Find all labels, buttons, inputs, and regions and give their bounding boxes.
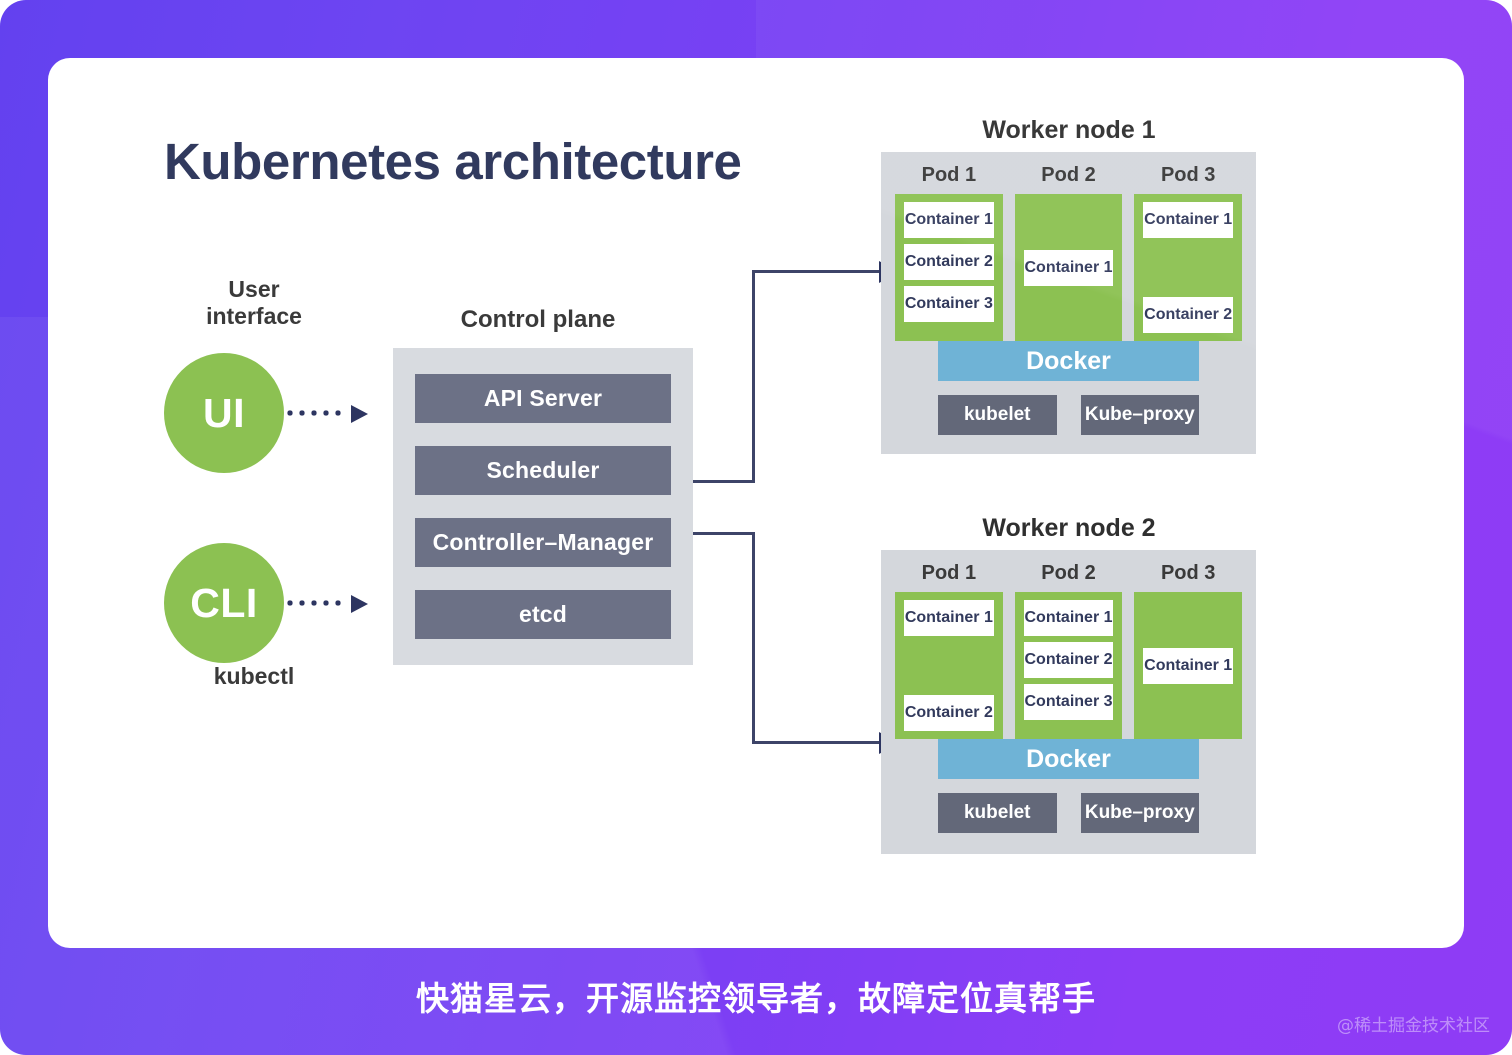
worker-node-1-pod-3[interactable]: Pod 3 Container 1 Container 2	[1134, 164, 1243, 341]
pod-title: Pod 3	[1160, 164, 1216, 186]
worker-node-2-pods: Pod 1 Container 1 Container 2 Pod 2 Cont…	[895, 562, 1243, 739]
control-plane-component-scheduler[interactable]: Scheduler	[415, 446, 671, 495]
cli-to-control-plane-arrow-icon	[284, 595, 368, 613]
pod-box: Container 1 Container 2	[1134, 194, 1243, 341]
connector-segment	[752, 272, 755, 483]
pod-title: Pod 1	[921, 562, 977, 584]
user-interface-label: User interface	[206, 276, 302, 329]
kubelet-chip: kubelet	[938, 395, 1057, 435]
worker-node-1-pod-2[interactable]: Pod 2 Container 1	[1014, 164, 1123, 341]
arrowhead-icon	[351, 595, 368, 613]
kubernetes-architecture-diagram: Kubernetes architecture User interface U…	[48, 58, 1464, 948]
promo-caption: 快猫星云，开源监控领导者，故障定位真帮手	[416, 979, 1096, 1018]
worker-node-2-label: Worker node 2	[982, 514, 1156, 542]
control-plane-component-controller-manager[interactable]: Controller–Manager	[415, 518, 671, 567]
watermark: @稀土掘金技术社区	[1337, 1016, 1490, 1036]
kubelet-chip: kubelet	[938, 793, 1057, 833]
worker-node-2-runtime: Docker	[938, 739, 1199, 779]
worker-node-2-agents: kubelet Kube–proxy	[938, 793, 1199, 833]
ui-to-control-plane-arrow-icon	[284, 405, 368, 423]
container-chip: Container 1	[1143, 647, 1234, 684]
connector-segment	[693, 532, 755, 535]
cli-node[interactable]: CLI	[164, 543, 284, 663]
container-chip: Container 3	[1023, 684, 1114, 720]
control-plane-label: Control plane	[460, 306, 616, 333]
kubectl-label: kubectl	[213, 663, 295, 689]
pod-box: Container 1 Container 2 Container 3	[895, 194, 1003, 341]
arrowhead-icon	[351, 405, 368, 423]
worker-node-1-panel: Pod 1 Container 1 Container 2 Container …	[881, 152, 1256, 454]
worker-node-1-pods: Pod 1 Container 1 Container 2 Container …	[895, 164, 1243, 341]
container-chip: Container 1	[1023, 249, 1114, 286]
container-chip: Container 2	[1143, 297, 1234, 333]
worker-node-1-runtime: Docker	[938, 341, 1199, 381]
pod-box: Container 1	[1014, 194, 1123, 341]
cli-node-label: CLI	[190, 579, 258, 626]
worker-node-1-agents: kubelet Kube–proxy	[938, 395, 1199, 435]
dotted-line	[284, 600, 344, 606]
diagram-card: Kubernetes architecture User interface U…	[48, 58, 1464, 948]
connector-segment	[693, 480, 755, 483]
container-chip: Container 1	[1023, 600, 1114, 636]
pod-title: Pod 1	[921, 164, 977, 186]
pod-title: Pod 2	[1041, 164, 1096, 186]
worker-node-2-panel: Pod 1 Container 1 Container 2 Pod 2 Cont…	[881, 550, 1256, 854]
container-chip: Container 1	[904, 600, 994, 636]
pod-title: Pod 3	[1160, 562, 1216, 584]
pod-box: Container 1 Container 2	[895, 592, 1003, 739]
dotted-line	[284, 410, 344, 416]
container-chip: Container 1	[904, 202, 994, 238]
worker-node-1-label: Worker node 1	[982, 116, 1156, 144]
container-chip: Container 2	[1023, 642, 1114, 678]
connector-segment	[752, 270, 882, 273]
connector-segment	[752, 532, 755, 743]
control-plane-component-etcd[interactable]: etcd	[415, 590, 671, 639]
container-chip: Container 2	[904, 695, 994, 731]
pod-box: Container 1 Container 2 Container 3	[1014, 592, 1123, 739]
worker-node-2-pod-3[interactable]: Pod 3 Container 1	[1134, 562, 1243, 739]
control-plane-panel: API Server Scheduler Controller–Manager …	[393, 348, 693, 665]
ui-node-label: UI	[203, 389, 245, 436]
connector-segment	[752, 741, 882, 744]
worker-node-2-pod-1[interactable]: Pod 1 Container 1 Container 2	[895, 562, 1003, 739]
control-plane-to-worker-node-1-connector	[693, 258, 908, 483]
kube-proxy-chip: Kube–proxy	[1080, 793, 1199, 833]
container-chip: Container 3	[904, 286, 994, 322]
worker-node-1-pod-1[interactable]: Pod 1 Container 1 Container 2 Container …	[895, 164, 1003, 341]
page-title: Kubernetes architecture	[164, 133, 742, 190]
pod-box: Container 1	[1134, 592, 1243, 739]
pod-title: Pod 2	[1041, 562, 1096, 584]
control-plane-to-worker-node-2-connector	[693, 532, 908, 762]
ui-node[interactable]: UI	[164, 353, 284, 473]
container-chip: Container 2	[904, 244, 994, 280]
worker-node-2-pod-2[interactable]: Pod 2 Container 1 Container 2 Container …	[1014, 562, 1123, 739]
control-plane-component-api-server[interactable]: API Server	[415, 374, 671, 423]
kube-proxy-chip: Kube–proxy	[1080, 395, 1199, 435]
container-chip: Container 1	[1143, 202, 1234, 238]
